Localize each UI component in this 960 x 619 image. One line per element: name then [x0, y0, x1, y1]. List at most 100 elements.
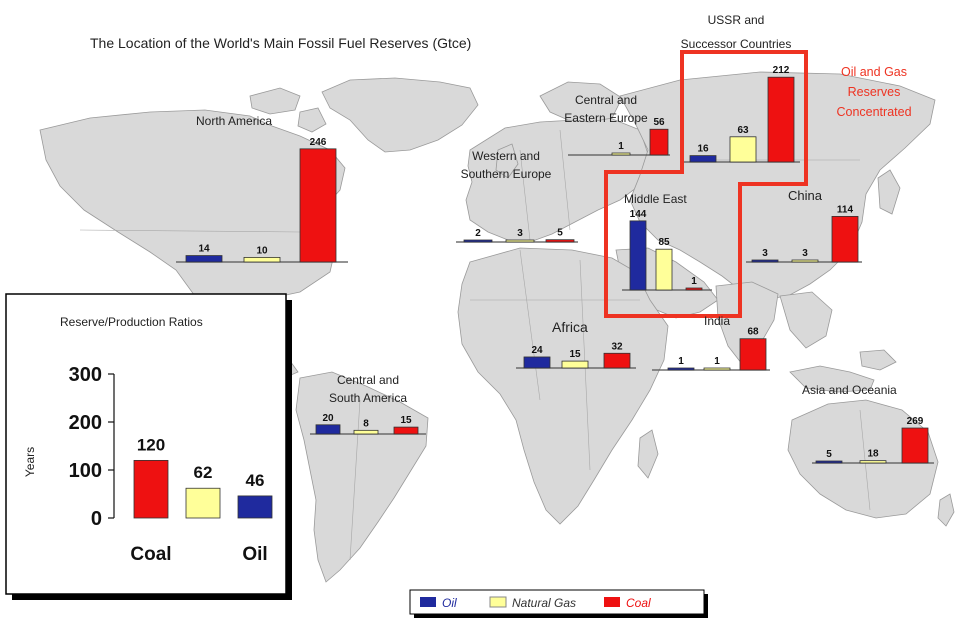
bar-oil	[629, 220, 647, 291]
bar-oil	[689, 155, 717, 163]
region-group-middle-east: 144 85 1	[622, 209, 712, 291]
bar-natural-gas	[703, 367, 731, 371]
bar-coal	[831, 215, 859, 263]
bar-oil	[815, 460, 843, 464]
region-label-ussr-1: USSR and	[708, 13, 765, 27]
data-label-oil: 2	[475, 228, 481, 239]
bar-natural-gas	[729, 136, 757, 163]
data-label-natural-gas: 1	[618, 141, 624, 152]
region-label-china: China	[788, 188, 823, 203]
data-label-natural-gas: 3	[802, 248, 808, 259]
data-label-coal: 269	[907, 416, 924, 427]
data-label-oil: 3	[762, 248, 768, 259]
chart-title: The Location of the World's Main Fossil …	[90, 35, 471, 51]
bar-coal	[685, 287, 703, 291]
bar-coal	[739, 338, 767, 371]
data-label-coal: 212	[773, 65, 790, 76]
region-group-central-and-eastern-europe: 1 56	[568, 117, 670, 156]
oil-gas-concentration-outline	[604, 50, 808, 318]
bar-oil	[751, 259, 779, 263]
data-label-natural-gas: 18	[867, 449, 879, 460]
inset-y-tick-label: 0	[91, 508, 102, 530]
inset-category-label-coal: Coal	[130, 544, 171, 565]
highlight-label-line-3: Concentrated	[836, 105, 911, 119]
inset-category-label-oil: Oil	[242, 544, 267, 565]
legend-frame	[409, 589, 705, 615]
bar-natural-gas	[561, 360, 589, 369]
bar-coal	[901, 427, 929, 464]
inset-y-tick-label: 300	[69, 364, 102, 386]
legend-label-oil: Oil	[442, 596, 457, 610]
bar-natural-gas	[353, 429, 379, 435]
inset-bar-gas	[185, 487, 221, 519]
bar-natural-gas	[655, 248, 673, 291]
data-label-natural-gas: 3	[517, 228, 523, 239]
data-label-natural-gas: 85	[658, 237, 670, 248]
bar-oil	[185, 255, 223, 263]
inset-y-axis-label: Years	[23, 447, 37, 477]
data-label-natural-gas: 1	[714, 356, 720, 367]
bar-coal	[299, 148, 337, 263]
region-group-china: 3 3 114	[746, 204, 862, 263]
bar-oil	[523, 356, 551, 369]
region-label-middle-east: Middle East	[624, 192, 687, 206]
region-group-north-america: 14 10 246	[176, 137, 348, 263]
bar-coal	[767, 76, 795, 163]
legend: Oil Natural Gas Coal	[409, 589, 708, 618]
data-label-coal: 68	[747, 327, 759, 338]
region-group-asia-and-oceania: 5 18 269	[812, 416, 934, 464]
data-label-natural-gas: 10	[256, 245, 268, 256]
region-labels: North America Central and South America …	[196, 13, 897, 405]
region-label-africa: Africa	[552, 319, 588, 335]
region-label-ussr-2: Successor Countries	[681, 37, 792, 51]
bar-coal	[545, 239, 575, 243]
data-label-oil: 144	[630, 209, 647, 220]
data-label-natural-gas: 8	[363, 418, 369, 429]
inset-bar-coal	[133, 459, 169, 519]
data-label-coal: 246	[310, 137, 327, 148]
highlight-label: Oil and Gas Reserves Concentrated	[836, 65, 911, 119]
inset-title: Reserve/Production Ratios	[60, 315, 203, 329]
data-label-coal: 15	[400, 415, 412, 426]
region-group-central-and-south-america: 20 8 15	[310, 413, 426, 435]
data-label-coal: 5	[557, 228, 563, 239]
data-label-coal: 1	[691, 276, 697, 287]
data-label-natural-gas: 15	[569, 349, 581, 360]
inset-y-tick-label: 200	[69, 412, 102, 434]
legend-label-coal: Coal	[626, 596, 651, 610]
bar-natural-gas	[505, 239, 535, 243]
bar-coal	[393, 426, 419, 435]
region-label-india: India	[704, 314, 730, 328]
data-label-coal: 114	[837, 204, 854, 215]
inset-y-tick-label: 100	[69, 460, 102, 482]
inset-y-axis: 0 100 200 300	[69, 364, 115, 530]
legend-label-natural-gas: Natural Gas	[512, 596, 576, 610]
bar-natural-gas	[791, 259, 819, 263]
reserve-production-inset: Reserve/Production Ratios Years 0 100 200 3…	[5, 293, 292, 600]
inset-bar-oil	[237, 495, 273, 519]
data-label-natural-gas: 63	[737, 125, 749, 136]
bar-natural-gas	[859, 460, 887, 464]
inset-data-label-gas: 62	[194, 463, 213, 482]
inset-data-label-oil: 46	[246, 471, 265, 490]
data-label-coal: 56	[653, 117, 665, 128]
inset-frame	[5, 293, 287, 595]
legend-swatch-coal	[604, 597, 620, 607]
region-label-asia-oceania: Asia and Oceania	[802, 383, 897, 397]
bar-natural-gas	[243, 256, 281, 263]
region-label-western-southern-europe-1: Western and	[472, 149, 540, 163]
bar-coal	[649, 128, 669, 156]
region-label-central-south-america-2: South America	[329, 391, 407, 405]
data-label-oil: 5	[826, 449, 832, 460]
bar-oil	[315, 424, 341, 435]
region-label-central-eastern-europe-1: Central and	[575, 93, 637, 107]
data-label-oil: 14	[198, 244, 210, 255]
data-label-oil: 20	[322, 413, 334, 424]
legend-swatch-natural-gas	[489, 596, 507, 608]
